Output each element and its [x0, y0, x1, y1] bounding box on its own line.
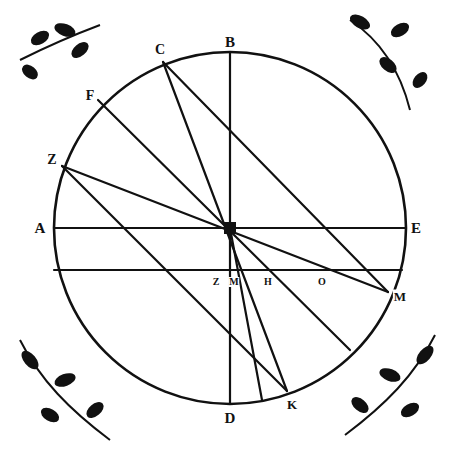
center-mark — [224, 222, 236, 234]
line-f — [98, 100, 350, 350]
point-letter: Z — [212, 277, 221, 287]
point-letter: O — [317, 277, 327, 287]
point-letter: H — [263, 277, 273, 287]
line-center — [230, 228, 262, 400]
point-letter: M — [393, 290, 407, 303]
point-letter: M — [228, 277, 239, 287]
point-letter: K — [286, 398, 298, 411]
line-zm — [62, 166, 388, 292]
corner-ornaments — [20, 13, 436, 440]
point-letter: C — [154, 43, 166, 57]
line-cm — [163, 62, 388, 292]
circle — [54, 52, 406, 404]
chord — [54, 269, 402, 271]
point-letter: D — [224, 411, 237, 426]
line-ck — [163, 62, 287, 391]
point-letter: F — [85, 89, 96, 103]
point-letter: E — [410, 221, 422, 236]
point-letter: Z — [46, 153, 57, 167]
point-letter: B — [224, 35, 236, 50]
point-letter: A — [34, 221, 47, 236]
